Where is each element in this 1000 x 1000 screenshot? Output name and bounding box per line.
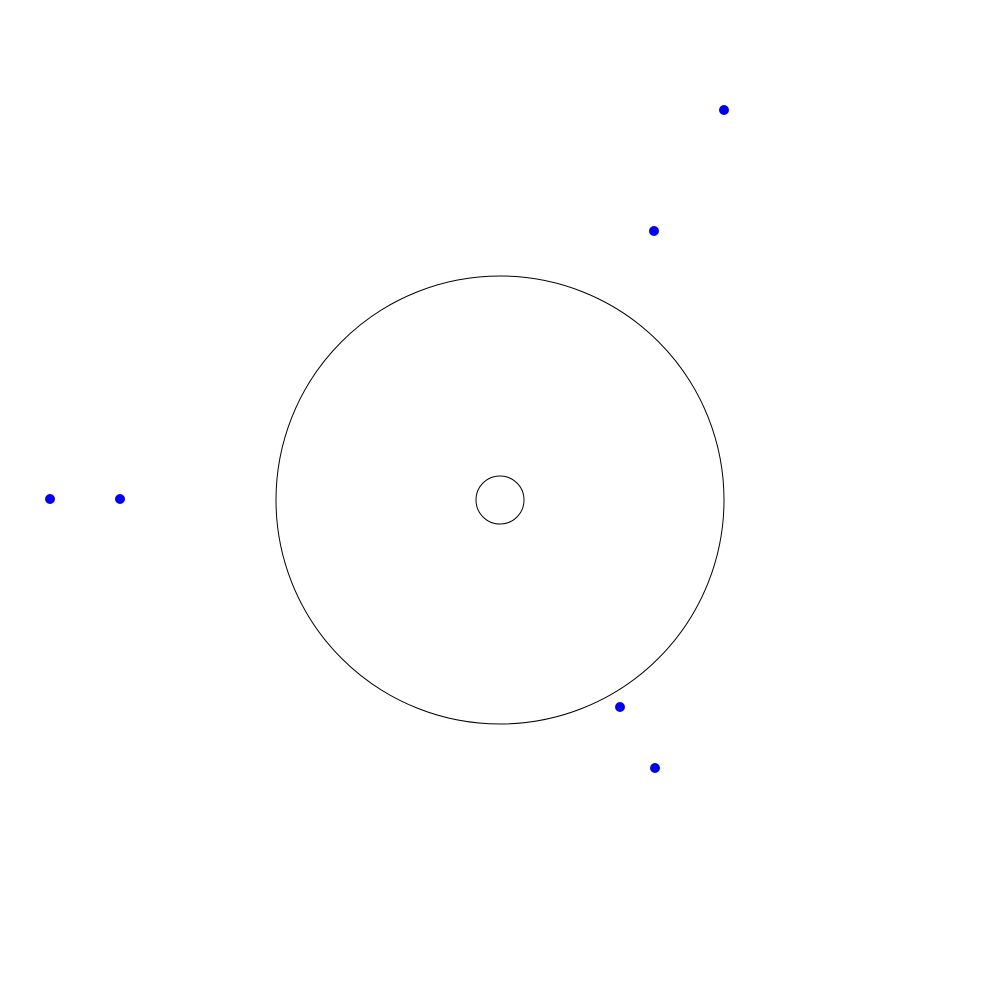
- point-left-outer: [45, 494, 55, 504]
- point-left-inner: [115, 494, 125, 504]
- inner-circle: [475, 475, 525, 525]
- point-lower-right-outer: [650, 763, 660, 773]
- point-lower-right-inner: [615, 702, 625, 712]
- outer-circle: [275, 275, 725, 725]
- point-upper-right-inner: [649, 226, 659, 236]
- point-upper-right-outer: [719, 105, 729, 115]
- points-group: [45, 105, 729, 773]
